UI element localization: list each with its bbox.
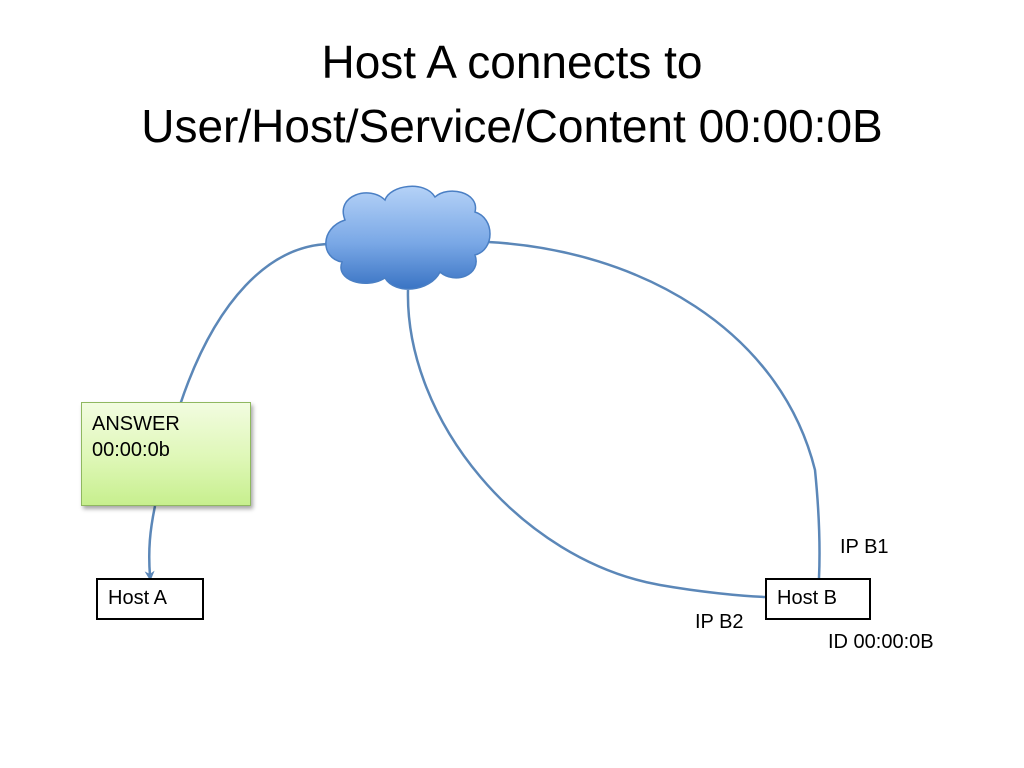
answer-id: 00:00:0b	[92, 439, 170, 461]
link-cloud-to-ip-b1	[487, 240, 821, 579]
host-b-id-label: ID 00:00:0B	[828, 631, 934, 653]
cloud-icon	[325, 185, 491, 290]
host-b-node: Host B	[765, 578, 871, 620]
title-line-2: User/Host/Service/Content 00:00:0B	[141, 100, 883, 152]
ip-b2-label: IP B2	[695, 611, 744, 633]
host-a-node: Host A	[96, 578, 204, 620]
slide-title: Host A connects to User/Host/Service/Con…	[0, 30, 1024, 158]
link-cloud-to-answer	[178, 242, 331, 406]
answer-callout: ANSWER 00:00:0b	[81, 402, 251, 506]
ip-b1-label: IP B1	[840, 536, 889, 558]
answer-label: ANSWER	[92, 413, 180, 435]
link-answer-to-host-a	[144, 505, 157, 581]
title-line-1: Host A connects to	[321, 36, 703, 88]
link-cloud-to-ip-b2	[406, 289, 766, 599]
